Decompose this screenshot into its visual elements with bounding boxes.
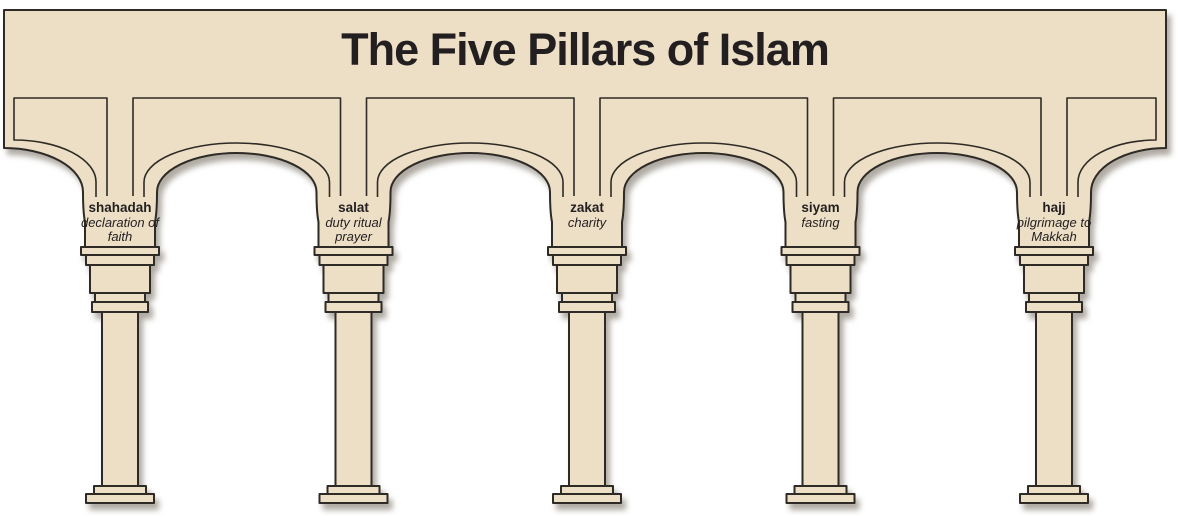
base-plinth — [785, 493, 856, 504]
capital-block — [789, 264, 852, 294]
capital-block — [322, 264, 385, 294]
pillar-name: zakat — [570, 200, 604, 215]
capital-slab-4 — [558, 301, 616, 313]
capital-slab-4 — [1025, 301, 1083, 313]
capital-slab-1 — [547, 246, 627, 256]
capital-slab-4 — [324, 301, 383, 313]
pillar-name: salat — [338, 200, 369, 215]
capital-slab-3 — [561, 292, 613, 303]
pillar-column-1 — [313, 246, 394, 504]
pillar-column-3 — [780, 246, 861, 504]
base-plinth — [318, 493, 389, 504]
base-plinth — [1019, 493, 1089, 504]
column-shaft — [568, 311, 606, 487]
column-shaft — [801, 311, 840, 487]
panel-outline-left-end — [13, 97, 108, 197]
base-step — [560, 485, 614, 495]
base-plinth — [85, 493, 155, 504]
pillar-description: duty ritual prayer — [325, 215, 382, 244]
panel-outline-bay-2 — [599, 97, 809, 196]
capital-slab-1 — [1014, 246, 1094, 256]
capital-slab-2 — [1019, 254, 1089, 266]
pillar-description: charity — [567, 215, 607, 230]
capital-slab-2 — [85, 254, 155, 266]
pillar-description: declaration of faith — [80, 215, 160, 244]
arch-inset-line-bay-2 — [610, 142, 798, 197]
base-step — [93, 485, 147, 495]
capital-slab-2 — [785, 254, 856, 266]
capital-slab-1 — [313, 246, 394, 256]
arch-inset-line-bay-0 — [143, 142, 331, 197]
arch-inset-line-bay-3 — [843, 142, 1031, 197]
column-shaft — [101, 311, 139, 487]
capital-block — [1023, 264, 1085, 294]
capital-slab-1 — [780, 246, 861, 256]
column-shaft — [334, 311, 373, 487]
capital-slab-2 — [318, 254, 389, 266]
panel-lines — [13, 97, 1157, 197]
pillar-description: pilgrimage to Makkah — [1016, 215, 1092, 244]
panel-outline-bay-1 — [365, 97, 575, 196]
pillar-description: fasting — [801, 215, 840, 230]
base-plinth — [552, 493, 622, 504]
pillar-label-siyam: siyam fasting — [776, 201, 866, 230]
pillar-label-hajj: hajj pilgrimage to Makkah — [1009, 201, 1099, 244]
capital-slab-4 — [791, 301, 850, 313]
column-shaft — [1035, 311, 1073, 487]
capital-block — [556, 264, 618, 294]
pillar-label-salat: salat duty ritual prayer — [309, 201, 399, 244]
arch-inset-line-bay-1 — [376, 142, 564, 197]
base-step — [793, 485, 848, 495]
pillar-column-0 — [80, 246, 160, 504]
pillar-label-shahadah: shahadah declaration of faith — [75, 201, 165, 244]
pillar-column-2 — [547, 246, 627, 504]
panel-outline-right-end — [1066, 97, 1157, 197]
base-step — [1027, 485, 1081, 495]
panel-outline-bay-0 — [132, 97, 342, 196]
capital-slab-3 — [1028, 292, 1080, 303]
pillar-name: siyam — [801, 200, 840, 215]
capital-slab-3 — [94, 292, 146, 303]
capital-slab-3 — [327, 292, 380, 303]
base-step — [326, 485, 381, 495]
panel-outline-bay-3 — [832, 97, 1042, 196]
pillar-label-zakat: zakat charity — [542, 201, 632, 230]
stone-structure — [3, 9, 1167, 504]
capital-block — [89, 264, 151, 294]
pillar-name: hajj — [1042, 200, 1066, 215]
pillar-name: shahadah — [88, 200, 152, 215]
pillar-column-4 — [1014, 246, 1094, 504]
diagram-title: The Five Pillars of Islam — [341, 24, 830, 75]
capital-slab-1 — [80, 246, 160, 256]
capital-slab-4 — [91, 301, 149, 313]
capital-slab-2 — [552, 254, 622, 266]
capital-slab-3 — [794, 292, 847, 303]
